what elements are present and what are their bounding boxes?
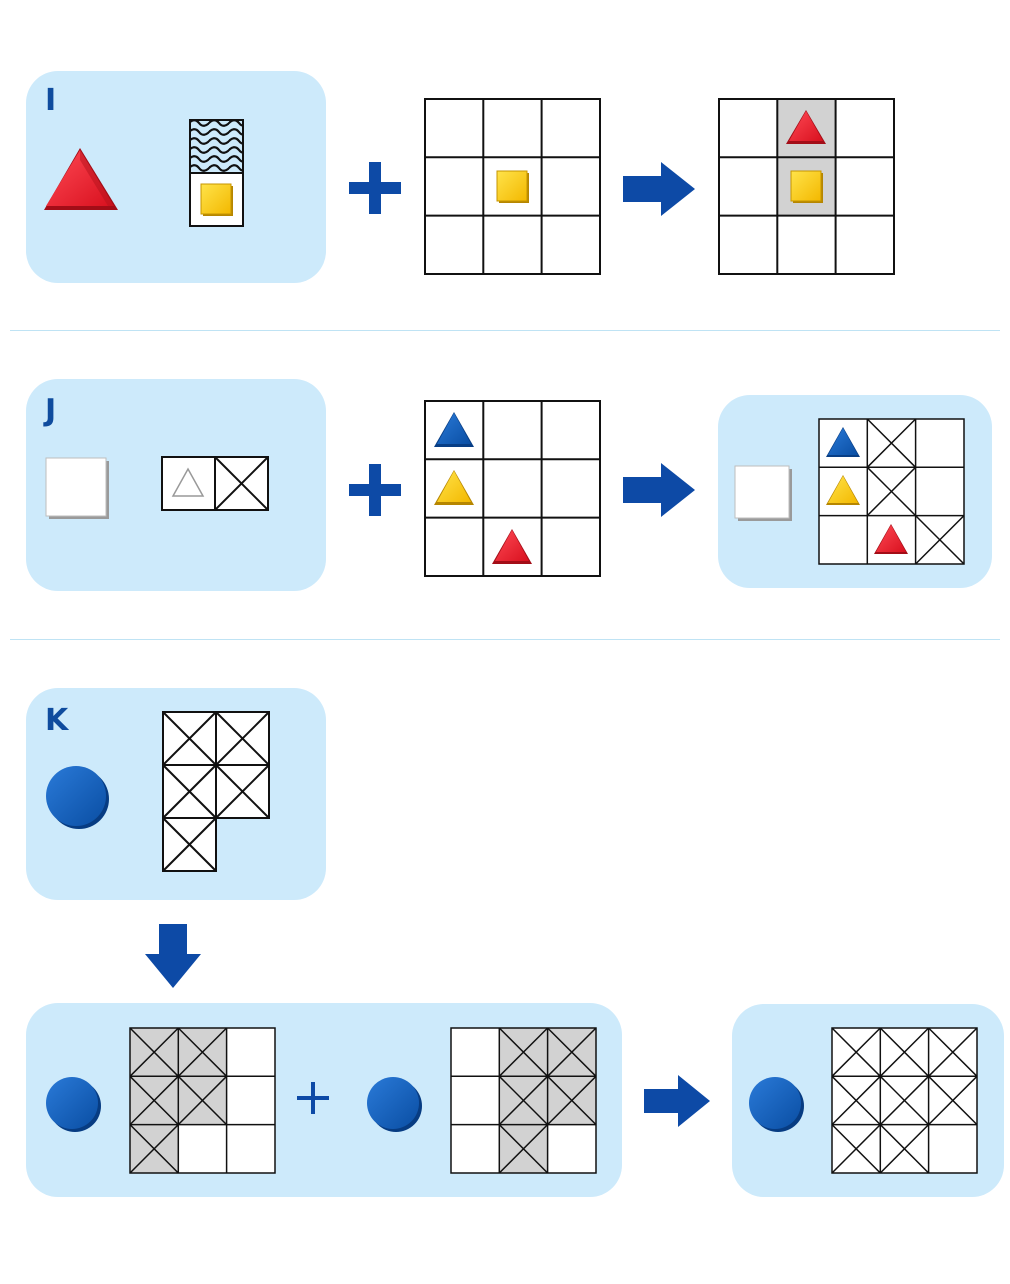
triangle-x-card: [161, 456, 269, 511]
yellow-triangle-icon: [434, 470, 474, 505]
arrow-right-icon: [623, 162, 695, 216]
red-triangle-icon: [874, 524, 908, 554]
yellow-square-icon: [496, 170, 529, 203]
x-mark-icon: [214, 456, 269, 511]
arrow-right-icon: [623, 463, 695, 517]
arrow-down-icon: [145, 924, 201, 988]
plus-icon: [297, 1082, 329, 1114]
blue-triangle-icon: [826, 427, 860, 457]
grid-j-after: [818, 418, 965, 565]
x-shape-card: [162, 711, 270, 872]
red-triangle-icon: [492, 529, 532, 564]
divider-2: [10, 639, 1000, 640]
yellow-square-icon: [790, 170, 823, 203]
grid-j-before: [424, 400, 601, 577]
wave-and-square-card: [189, 119, 244, 227]
divider-1: [10, 330, 1000, 331]
grid-k-left: [129, 1027, 276, 1174]
blue-circle-icon: [46, 766, 109, 829]
yellow-square-icon: [200, 183, 233, 216]
x-mark-icon: [866, 418, 965, 565]
blue-triangle-icon: [434, 412, 474, 447]
grid-before: [424, 98, 601, 275]
rule-k-letter: K: [45, 703, 69, 738]
rule-j-letter: J: [45, 393, 57, 428]
blue-circle-icon: [46, 1077, 101, 1132]
yellow-triangle-icon: [826, 475, 860, 505]
plus-icon: [349, 162, 401, 214]
red-triangle-icon: [44, 148, 118, 210]
red-triangle-icon: [786, 110, 826, 144]
arrow-right-icon: [644, 1075, 710, 1127]
x-mark-icon: [498, 1027, 597, 1174]
grid-k-result: [831, 1027, 978, 1174]
blue-circle-icon: [367, 1077, 422, 1132]
x-mark-icon: [831, 1027, 978, 1174]
white-square-icon: [45, 457, 109, 519]
grid-after: [718, 98, 895, 275]
white-square-icon: [734, 465, 792, 521]
plus-icon: [349, 464, 401, 516]
outline-triangle-icon: [171, 467, 205, 497]
x-mark-icon: [162, 711, 270, 872]
grid-k-middle: [450, 1027, 597, 1174]
x-mark-icon: [129, 1027, 228, 1174]
blue-circle-icon: [749, 1077, 804, 1132]
rule-i-letter: I: [45, 83, 57, 118]
